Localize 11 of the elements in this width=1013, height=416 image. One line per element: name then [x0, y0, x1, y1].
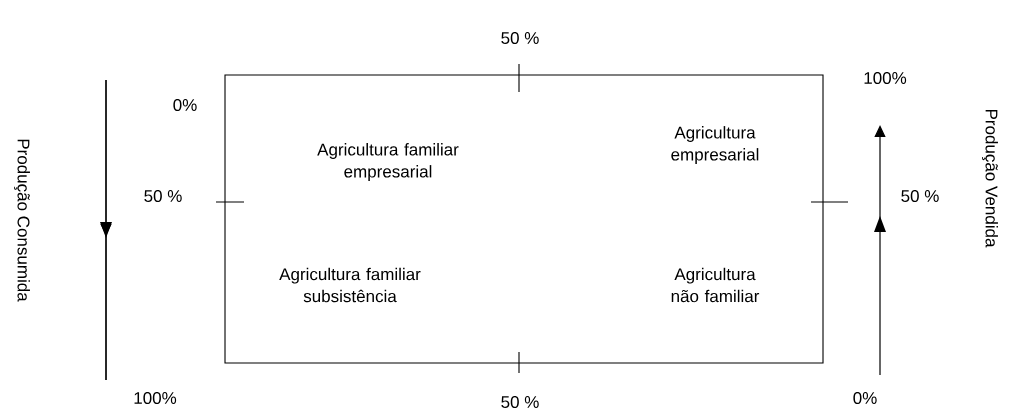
axis-title: Produção Vendida [982, 109, 998, 248]
percent-label: 50 % [501, 396, 539, 409]
percent-label: 50 % [501, 32, 539, 45]
percent-label: 50 % [144, 190, 182, 203]
percent-label: 0% [853, 392, 877, 405]
quadrant-chart-box: Agricultura familiar empresarial Agricultura empresarial Agricultura familiar subsistência Agricultura não familiar [215, 63, 849, 374]
percent-label: 100% [134, 392, 177, 405]
percent-label: 100% [864, 72, 907, 85]
percent-label: 50 % [901, 190, 939, 203]
percent-label: 0% [173, 99, 197, 112]
axis-title: Produção Consumida [14, 139, 30, 302]
